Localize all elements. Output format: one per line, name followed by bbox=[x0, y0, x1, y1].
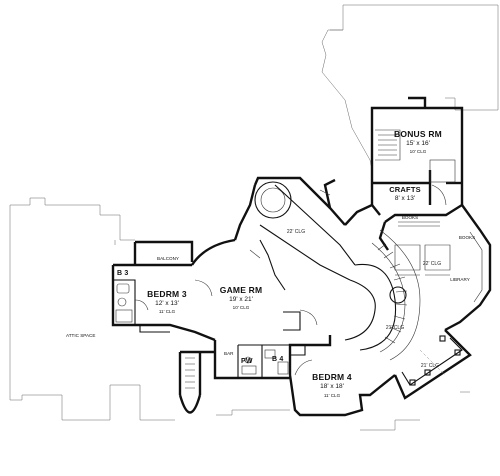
bar-name: BAR bbox=[224, 351, 234, 356]
books-left-label: BOOKS bbox=[401, 215, 419, 220]
library-name: LIBRARY bbox=[450, 277, 470, 282]
books-right-label: BOOKS bbox=[458, 235, 476, 240]
library-ceiling: 22' CLG bbox=[422, 261, 442, 267]
game-room-name: GAME RM bbox=[219, 285, 263, 295]
bay-dash bbox=[419, 349, 446, 376]
bonus-room-clg: 10' CLG bbox=[409, 149, 427, 154]
bonus-room-name: BONUS RM bbox=[394, 129, 442, 139]
bedrm3-name: BEDRM 3 bbox=[147, 289, 187, 299]
bedrm3-size: 12' x 13' bbox=[155, 300, 179, 307]
bedrm4-size: 18' x 18' bbox=[320, 383, 344, 390]
pw-name: PW bbox=[241, 358, 253, 365]
exterior-walls bbox=[111, 96, 492, 417]
gallery-ceiling: 21' CLG bbox=[385, 325, 405, 331]
bay-ceiling: 21' CLG bbox=[420, 363, 440, 369]
bedrm4-clg: 11' CLG bbox=[323, 393, 341, 398]
game-room-size: 19' x 21' bbox=[229, 296, 253, 303]
game-room-clg: 10' CLG bbox=[232, 305, 250, 310]
interior-details bbox=[113, 129, 483, 389]
bonus-room-size: 15' x 16' bbox=[406, 140, 430, 147]
crafts-size: 8' x 13' bbox=[394, 195, 416, 202]
crafts-name: CRAFTS bbox=[389, 185, 421, 194]
b3-name: B 3 bbox=[117, 270, 129, 277]
roof-outline bbox=[9, 4, 499, 431]
bedrm3-clg: 11' CLG bbox=[158, 309, 176, 314]
attic-space-name: ATTIC SPACE bbox=[66, 333, 96, 338]
b4-name: B 4 bbox=[272, 356, 284, 363]
balcony-name: BALCONY bbox=[157, 256, 179, 261]
bedrm4-name: BEDRM 4 bbox=[312, 372, 352, 382]
stair-hall-ceiling: 22' CLG bbox=[286, 229, 306, 235]
